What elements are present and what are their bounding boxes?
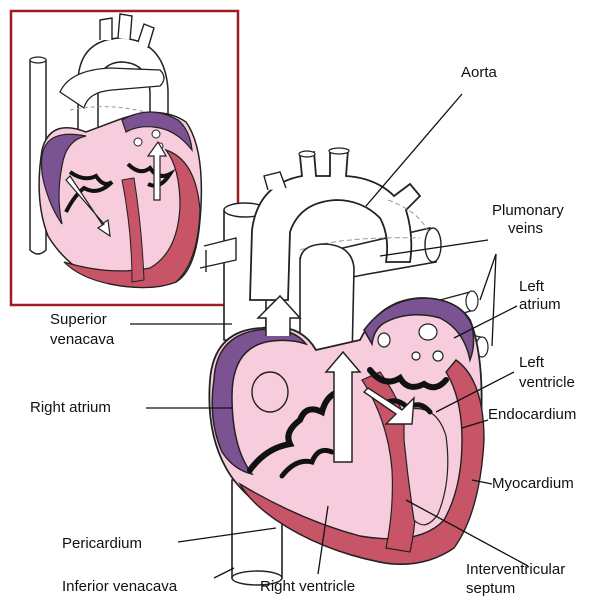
inset-heart	[30, 14, 201, 288]
label-left-atrium-line1: Left	[519, 278, 544, 295]
label-left-atrium-line2: atrium	[519, 296, 561, 313]
label-right-ventricle: Right ventricle	[260, 578, 355, 595]
label-endocardium: Endocardium	[488, 406, 576, 423]
label-pulmonary-veins-line2: veins	[508, 220, 543, 237]
label-left-ventricle-line2: ventricle	[519, 374, 575, 391]
label-interventricular-septum-line2: septum	[466, 580, 515, 597]
label-pericardium: Pericardium	[62, 535, 142, 552]
label-superior-vena-cava-line2: venacava	[50, 331, 114, 348]
label-aorta: Aorta	[461, 64, 497, 81]
label-inferior-vena-cava: Inferior venacava	[62, 578, 177, 595]
label-superior-vena-cava-line1: Superior	[50, 311, 107, 328]
label-left-ventricle-line1: Left	[519, 354, 544, 371]
label-right-atrium: Right atrium	[30, 399, 111, 416]
label-myocardium: Myocardium	[492, 475, 574, 492]
main-heart	[200, 148, 488, 585]
label-interventricular-septum-line1: Interventricular	[466, 561, 565, 578]
label-pulmonary-veins-line1: Plumonary	[492, 202, 564, 219]
